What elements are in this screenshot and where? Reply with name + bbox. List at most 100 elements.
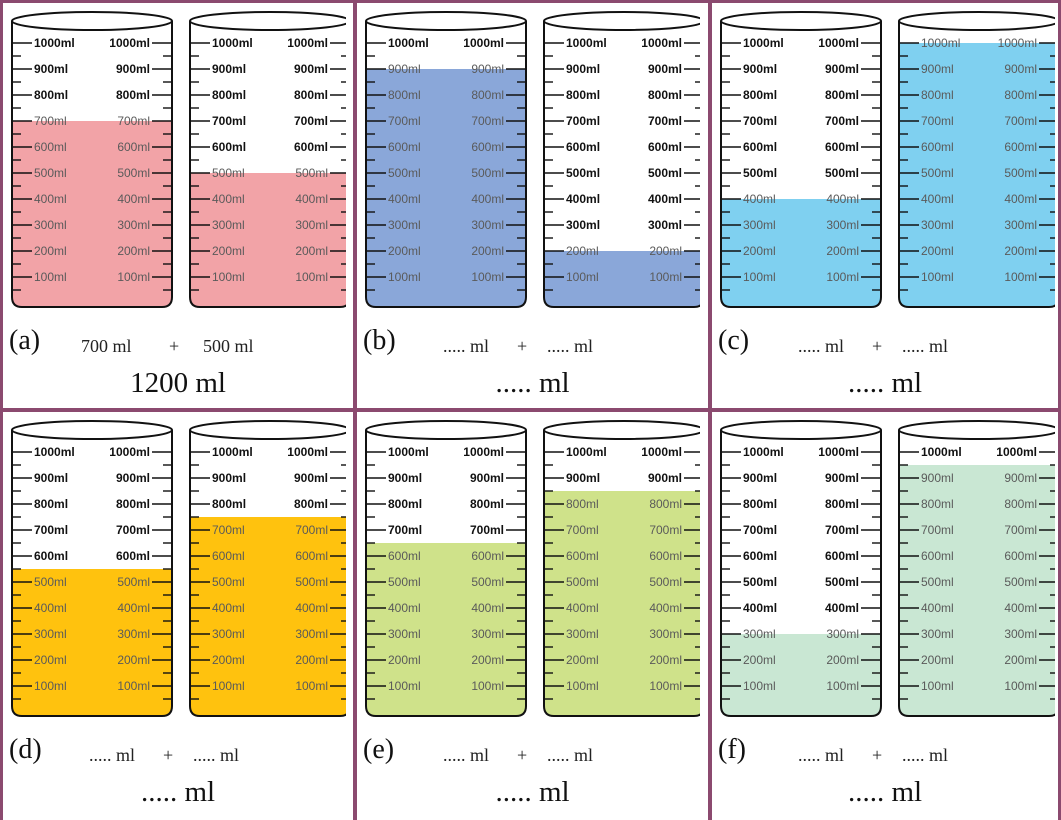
- scale-label-left: 800ml: [743, 497, 777, 511]
- scale-label-left: 500ml: [388, 166, 421, 180]
- scale-label-right: 200ml: [826, 653, 859, 667]
- scale-label-right: 200ml: [1004, 653, 1037, 667]
- scale-label-left: 700ml: [388, 114, 421, 128]
- scale-label-left: 100ml: [388, 679, 421, 693]
- liquid: [544, 251, 700, 307]
- scale-label-left: 900ml: [34, 471, 68, 485]
- scale-label-right: 400ml: [117, 601, 150, 615]
- scale-label-left: 200ml: [34, 244, 67, 258]
- scale-label-right: 700ml: [116, 523, 150, 537]
- scale-label-right: 1000ml: [818, 445, 859, 459]
- scale-label-right: 400ml: [825, 601, 859, 615]
- liquid: [190, 173, 346, 307]
- scale-label-left: 1000ml: [34, 36, 75, 50]
- scale-label-left: 900ml: [566, 471, 600, 485]
- scale-label-right: 800ml: [470, 497, 504, 511]
- scale-label-right: 100ml: [471, 270, 504, 284]
- left-amount: ..... ml: [443, 336, 490, 356]
- scale-label-right: 600ml: [471, 549, 504, 563]
- scale-label-right: 900ml: [471, 62, 504, 76]
- scale-label-right: 700ml: [825, 114, 859, 128]
- scale-label-right: 900ml: [294, 62, 328, 76]
- scale-label-left: 200ml: [921, 653, 954, 667]
- panel-letter: (a): [9, 325, 41, 356]
- scale-label-left: 600ml: [743, 549, 777, 563]
- scale-label-right: 500ml: [648, 166, 682, 180]
- scale-label-right: 600ml: [117, 140, 150, 154]
- liquid: [366, 69, 526, 307]
- scale-label-left: 100ml: [212, 270, 245, 284]
- plus-sign: +: [872, 745, 883, 765]
- scale-label-left: 800ml: [34, 88, 68, 102]
- left-amount: ..... ml: [89, 745, 136, 765]
- scale-label-left: 300ml: [743, 627, 776, 641]
- scale-label-right: 100ml: [1004, 270, 1037, 284]
- scale-label-right: 900ml: [294, 471, 328, 485]
- left-amount: ..... ml: [798, 336, 845, 356]
- total-amount: ..... ml: [847, 776, 923, 808]
- scale-label-right: 500ml: [825, 166, 859, 180]
- scale-label-left: 900ml: [743, 62, 777, 76]
- scale-label-left: 500ml: [743, 575, 777, 589]
- scale-label-left: 900ml: [743, 471, 777, 485]
- scale-label-left: 600ml: [212, 140, 246, 154]
- scale-label-right: 500ml: [471, 166, 504, 180]
- scale-label-left: 700ml: [212, 114, 246, 128]
- scale-label-left: 800ml: [34, 497, 68, 511]
- liquid: [366, 543, 526, 716]
- scale-label-right: 500ml: [295, 166, 328, 180]
- scale-label-right: 1000ml: [818, 36, 859, 50]
- liquid: [544, 491, 700, 716]
- scale-label-left: 300ml: [34, 218, 67, 232]
- scale-label-right: 100ml: [1004, 679, 1037, 693]
- scale-label-left: 600ml: [388, 140, 421, 154]
- scale-label-right: 600ml: [471, 140, 504, 154]
- scale-label-left: 900ml: [921, 62, 954, 76]
- scale-label-right: 900ml: [825, 471, 859, 485]
- scale-label-right: 700ml: [295, 523, 328, 537]
- scale-label-right: 700ml: [117, 114, 150, 128]
- scale-label-left: 200ml: [743, 653, 776, 667]
- scale-label-left: 500ml: [566, 575, 599, 589]
- scale-label-left: 700ml: [743, 114, 777, 128]
- scale-label-left: 500ml: [34, 166, 67, 180]
- liquid: [721, 634, 881, 716]
- scale-label-right: 1000ml: [996, 445, 1037, 459]
- right-amount: ..... ml: [902, 336, 949, 356]
- right-amount: ..... ml: [193, 745, 240, 765]
- scale-label-right: 700ml: [470, 523, 504, 537]
- scale-label-left: 500ml: [34, 575, 67, 589]
- scale-label-left: 1000ml: [388, 36, 429, 50]
- scale-label-right: 400ml: [648, 192, 682, 206]
- scale-label-left: 100ml: [566, 270, 599, 284]
- scale-label-right: 500ml: [295, 575, 328, 589]
- scale-label-left: 600ml: [743, 140, 777, 154]
- plus-sign: +: [169, 336, 180, 356]
- scale-label-left: 1000ml: [921, 445, 962, 459]
- scale-label-right: 400ml: [471, 192, 504, 206]
- left-amount: 700 ml: [81, 336, 132, 356]
- scale-label-right: 300ml: [471, 627, 504, 641]
- scale-label-right: 300ml: [471, 218, 504, 232]
- scale-label-right: 300ml: [1004, 218, 1037, 232]
- liquid: [899, 465, 1055, 716]
- scale-label-right: 600ml: [116, 549, 150, 563]
- scale-label-left: 900ml: [388, 62, 421, 76]
- scale-label-left: 500ml: [743, 166, 777, 180]
- scale-label-left: 500ml: [566, 166, 600, 180]
- scale-label-left: 1000ml: [566, 36, 607, 50]
- scale-label-right: 200ml: [117, 653, 150, 667]
- scale-label-left: 100ml: [566, 679, 599, 693]
- scale-label-right: 700ml: [294, 114, 328, 128]
- scale-label-left: 100ml: [743, 679, 776, 693]
- scale-label-right: 800ml: [1004, 88, 1037, 102]
- scale-label-right: 1000ml: [287, 445, 328, 459]
